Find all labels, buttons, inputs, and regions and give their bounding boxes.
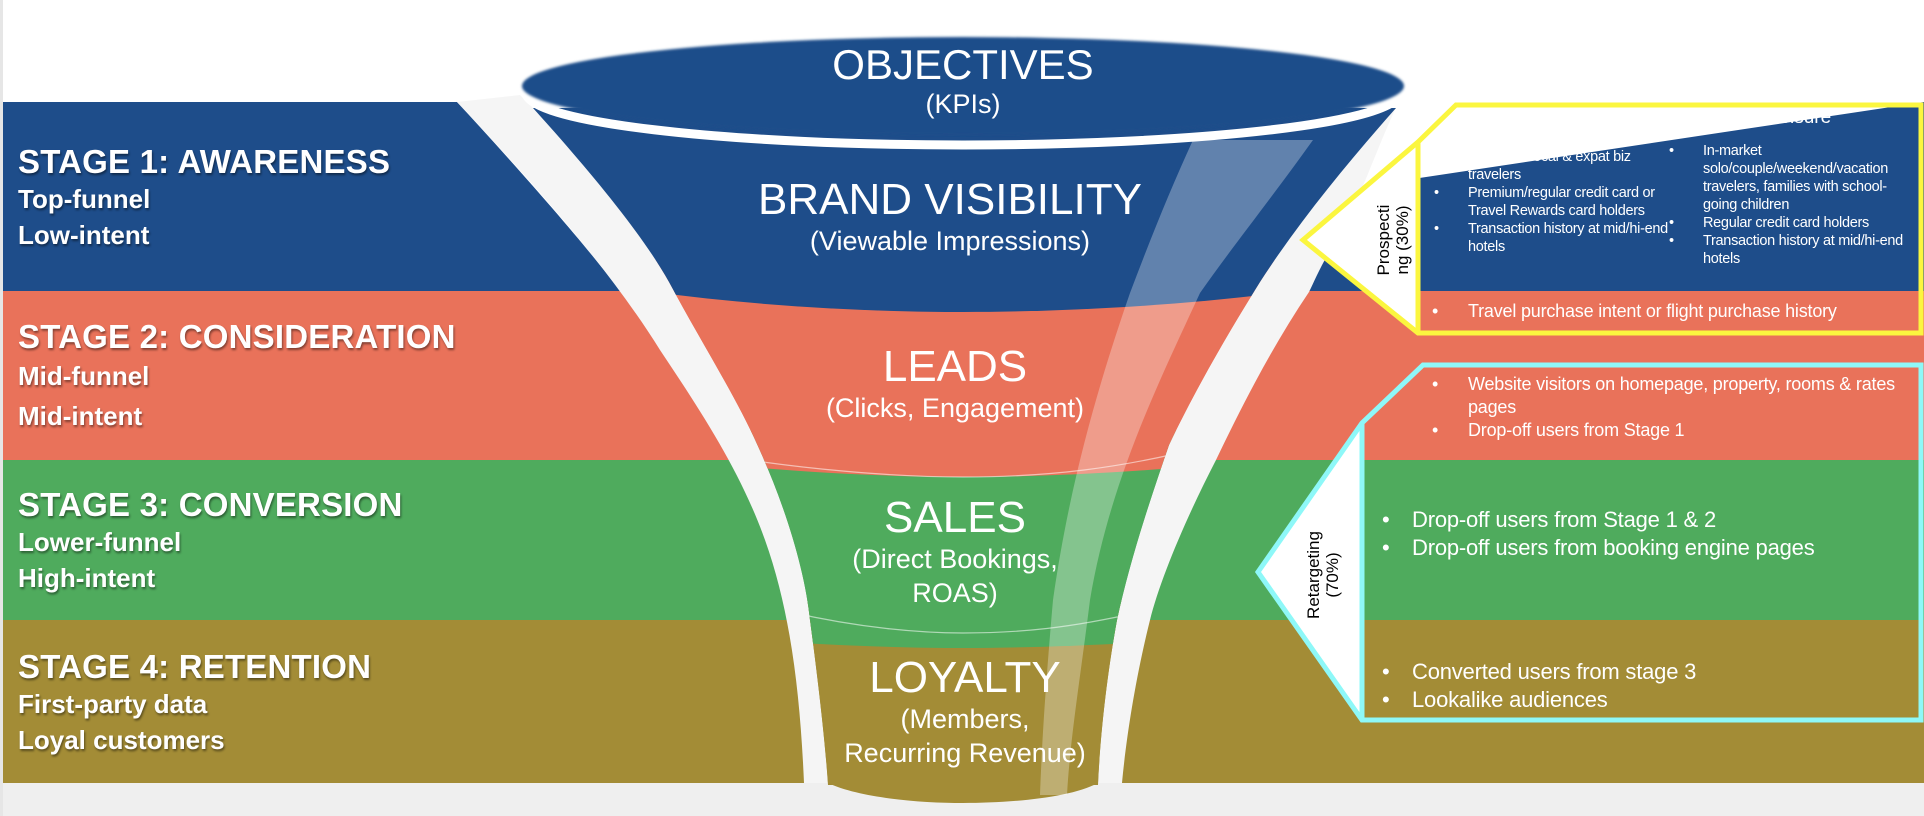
leisure-heading: Leisure: [1768, 107, 1832, 128]
business-item: In-market local & expat biz travelers: [1434, 148, 1678, 184]
brand-visibility-title: BRAND VISIBILITY: [758, 175, 1142, 224]
funnel-top-label: OBJECTIVES (KPIs): [832, 42, 1093, 120]
prospecting-arrow: [1303, 142, 1418, 335]
retargeting-label-line-1: Retargeting: [1304, 531, 1323, 619]
prospecting-label-line-1: Prospecti: [1374, 204, 1393, 276]
band-awareness: [3, 102, 620, 291]
funnel-left-stripe: [457, 95, 828, 783]
stage-2-label: STAGE 2: CONSIDERATION Mid-funnel Mid-in…: [18, 318, 456, 436]
stage-1-line-1: Top-funnel: [18, 184, 151, 214]
retargeting-consideration-item: Website visitors on homepage, property, …: [1432, 373, 1920, 419]
stage-4-label: STAGE 4: RETENTION First-party data Loya…: [18, 648, 371, 758]
retargeting-consideration-item: Drop-off users from Stage 1: [1432, 419, 1920, 442]
funnel-segment-brand-visibility: [533, 108, 1396, 312]
prospecting-consideration-list: Travel purchase intent or flight purchas…: [1432, 300, 1918, 323]
stage-3-line-2: High-intent: [18, 563, 156, 593]
funnel-right-stripe: [1098, 108, 1396, 783]
funnel-highlight: [1040, 140, 1313, 795]
business-heading: Business: [1520, 107, 1598, 128]
retargeting-conversion-item: Drop-off users from Stage 1 & 2: [1382, 506, 1912, 534]
leads-subtitle: (Clicks, Engagement): [825, 393, 1085, 423]
loyalty-subtitle-line-1: (Members,: [900, 704, 1030, 734]
sales-subtitle-line-2: ROAS): [912, 578, 998, 608]
business-list: In-market local & expat biz travelers Pr…: [1434, 148, 1678, 256]
business-item: Transaction history at mid/hi-end hotels: [1434, 220, 1678, 256]
funnel-segment-4-label: LOYALTY (Members, Recurring Revenue): [844, 654, 1086, 770]
leisure-item: Regular credit card holders: [1669, 214, 1911, 232]
funnel-bottom-cap: [828, 783, 1098, 803]
leisure-item: In-market solo/couple/weekend/vacation t…: [1669, 142, 1911, 214]
retargeting-box-border: [1254, 362, 1924, 723]
objectives-subtitle: (KPIs): [925, 89, 1001, 119]
prospecting-label: Prospecti ng (30%): [1374, 205, 1412, 276]
leisure-item: Transaction history at mid/hi-end hotels: [1669, 232, 1911, 268]
funnel-segment-3-label: SALES (Direct Bookings, ROAS): [852, 494, 1058, 610]
stage-2-title: STAGE 2: CONSIDERATION: [18, 318, 456, 355]
retargeting-consideration-list: Website visitors on homepage, property, …: [1432, 373, 1920, 442]
leisure-list: In-market solo/couple/weekend/vacation t…: [1669, 142, 1911, 268]
loyalty-title: LOYALTY: [869, 653, 1061, 702]
retargeting-label: Retargeting (70%): [1304, 531, 1342, 619]
stage-2-line-1: Mid-funnel: [18, 361, 150, 391]
leads-title: LEADS: [882, 342, 1028, 391]
stage-4-title: STAGE 4: RETENTION: [18, 648, 372, 685]
brand-visibility-subtitle: (Viewable Impressions): [809, 226, 1091, 256]
retargeting-label-line-2: (70%): [1323, 552, 1342, 598]
stage-1-line-2: Low-intent: [18, 220, 150, 250]
left-margin: [0, 0, 3, 816]
sales-title: SALES: [884, 493, 1026, 542]
funnel-top-ellipse: [522, 37, 1404, 135]
prospecting-consideration-item: Travel purchase intent or flight purchas…: [1432, 300, 1918, 323]
business-item: Premium/regular credit card or Travel Re…: [1434, 184, 1678, 220]
separator-leads-sales: [699, 447, 1201, 478]
retargeting-conversion-list: Drop-off users from Stage 1 & 2 Drop-off…: [1382, 506, 1912, 562]
funnel-segment-1-label: BRAND VISIBILITY (Viewable Impressions): [758, 176, 1142, 258]
retargeting-retention-list: Converted users from stage 3 Lookalike a…: [1382, 658, 1912, 714]
retargeting-retention-item: Lookalike audiences: [1382, 686, 1912, 714]
retargeting-retention-item: Converted users from stage 3: [1382, 658, 1912, 686]
loyalty-subtitle-line-2: Recurring Revenue): [844, 738, 1086, 768]
prospecting-label-line-2: ng (30%): [1393, 205, 1412, 275]
sales-subtitle-line-1: (Direct Bookings,: [852, 544, 1058, 574]
retargeting-arrow: [1258, 423, 1362, 720]
stage-2-line-2: Mid-intent: [18, 401, 143, 431]
prospecting-box-border: [1299, 102, 1924, 336]
stage-3-title: STAGE 3: CONVERSION: [18, 486, 403, 523]
stage-3-label: STAGE 3: CONVERSION Lower-funnel High-in…: [18, 486, 403, 596]
stage-4-line-2: Loyal customers: [18, 725, 225, 755]
stage-1-label: STAGE 1: AWARENESS Top-funnel Low-intent: [18, 143, 390, 253]
funnel-segment-2-label: LEADS (Clicks, Engagement): [826, 343, 1084, 425]
stage-4-line-1: First-party data: [18, 689, 208, 719]
retargeting-conversion-item: Drop-off users from booking engine pages: [1382, 534, 1912, 562]
stage-3-line-1: Lower-funnel: [18, 527, 182, 557]
separator-sales-loyalty: [789, 611, 1141, 634]
objectives-title: OBJECTIVES: [832, 41, 1094, 88]
stage-1-title: STAGE 1: AWARENESS: [18, 143, 391, 180]
